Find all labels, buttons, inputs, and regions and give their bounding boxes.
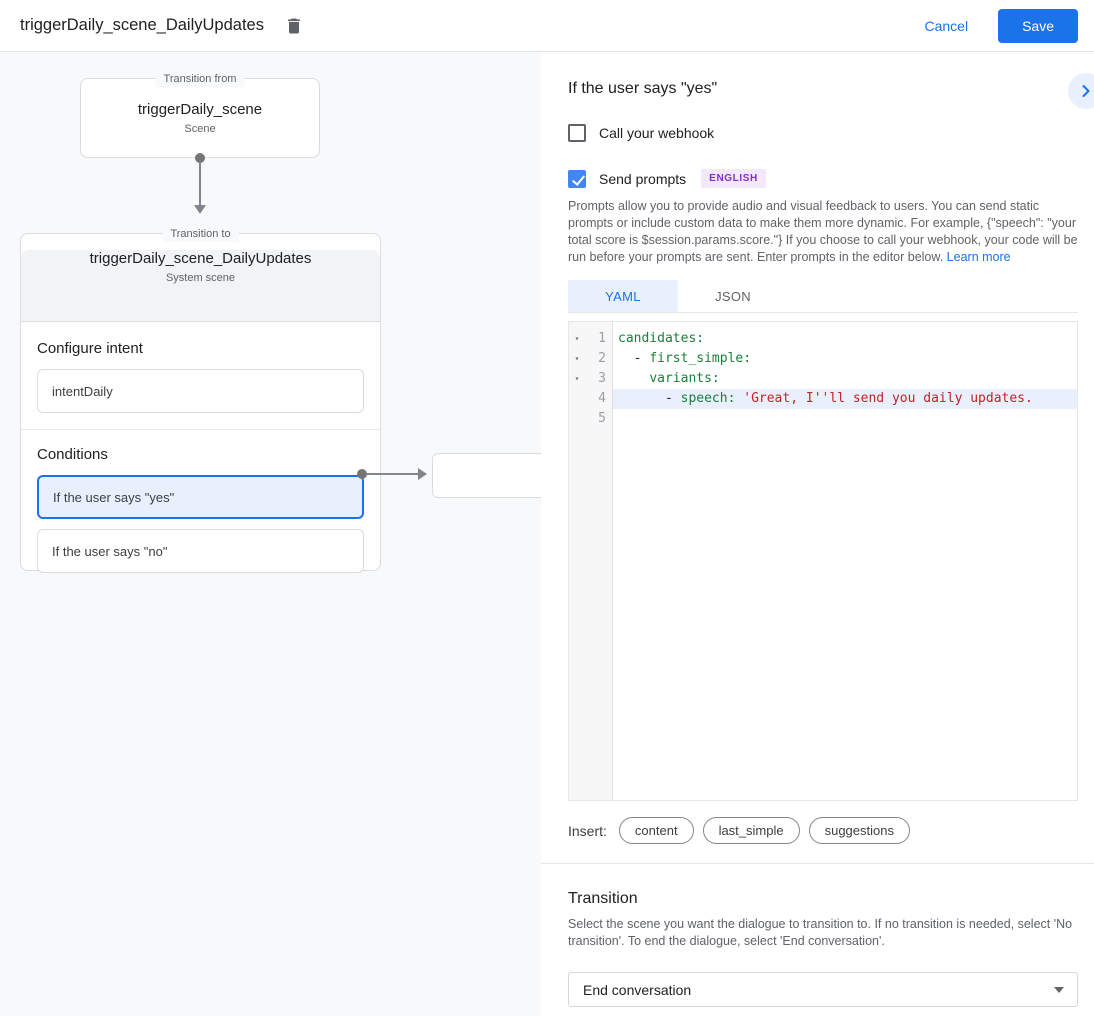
- line-number: 5: [598, 411, 606, 426]
- condition-label: If the user says "yes": [53, 489, 175, 505]
- topbar-left: triggerDaily_scene_DailyUpdates: [20, 14, 306, 38]
- line-number: 4: [598, 391, 606, 406]
- condition-title: If the user says "yes": [568, 80, 718, 97]
- code-text: variants:: [649, 371, 720, 386]
- code-text: candidates:: [618, 331, 705, 346]
- fold-spacer: [569, 409, 585, 429]
- code-line: ▾ 1 candidates:: [569, 329, 1077, 349]
- line-number: 1: [598, 331, 606, 346]
- fold-spacer: [569, 389, 585, 409]
- caret-down-icon: [1054, 986, 1064, 993]
- condition-item-yes[interactable]: If the user says "yes": [37, 475, 364, 519]
- prompts-description: Prompts allow you to provide audio and v…: [568, 198, 1078, 266]
- intent-name: intentDaily: [52, 383, 113, 399]
- yaml-code-editor[interactable]: ▾ 1 candidates: ▾ 2 - first_simple: ▾ 3 …: [568, 321, 1078, 801]
- to-node-subtitle: System scene: [165, 272, 236, 284]
- code-text: - first_simple:: [618, 351, 752, 366]
- transition-from-legend: Transition from: [155, 71, 245, 87]
- delete-scene-button[interactable]: [282, 14, 306, 38]
- send-prompts-checkbox[interactable]: [568, 169, 586, 188]
- transition-to-legend: Transition to: [162, 226, 239, 242]
- send-prompts-row: Send prompts ENGLISH: [568, 169, 1078, 188]
- scene-body: Configure intent intentDaily Conditions …: [21, 322, 380, 589]
- insert-chip-last-simple[interactable]: last_simple: [702, 817, 800, 844]
- connector-dot: [195, 153, 205, 163]
- send-prompts-label: Send prompts: [599, 170, 687, 187]
- webhook-label: Call your webhook: [599, 125, 715, 141]
- code-line-active: 4 - speech: 'Great, I''ll send you daily…: [569, 389, 1077, 409]
- insert-chip-content[interactable]: content: [618, 817, 694, 844]
- line-number: 3: [598, 371, 606, 386]
- webhook-row: Call your webhook: [568, 124, 1078, 142]
- scene-header: triggerDaily_scene_DailyUpdates System s…: [21, 250, 380, 322]
- transition-section-title: Transition: [568, 890, 638, 907]
- line-number: 2: [598, 351, 606, 366]
- transition-selected-value: End conversation: [583, 981, 692, 998]
- code-line: ▾ 3 variants:: [569, 369, 1077, 389]
- insert-row: Insert: content last_simple suggestions: [568, 817, 1078, 844]
- transition-from-node[interactable]: Transition from triggerDaily_scene Scene: [80, 71, 320, 158]
- code-line: ▾ 2 - first_simple:: [569, 349, 1077, 369]
- condition-details-panel: If the user says "yes" Call your webhook…: [541, 52, 1094, 1016]
- configure-intent-label: Configure intent: [37, 340, 143, 357]
- cancel-button[interactable]: Cancel: [924, 17, 969, 34]
- connector-dot: [357, 469, 367, 479]
- code-text: - speech: 'Great, I''ll send you daily u…: [613, 389, 1077, 409]
- fold-arrow-icon[interactable]: ▾: [574, 374, 580, 383]
- insert-chip-suggestions[interactable]: suggestions: [808, 817, 910, 844]
- webhook-checkbox[interactable]: [568, 124, 586, 142]
- code-line: 5: [569, 409, 1077, 429]
- divider: [541, 863, 1094, 864]
- code-text: [613, 409, 1077, 429]
- content-area: Transition from triggerDaily_scene Scene…: [0, 52, 1094, 1016]
- collapse-panel-button[interactable]: [1068, 73, 1094, 109]
- learn-more-link[interactable]: Learn more: [946, 250, 1011, 264]
- fold-arrow-icon[interactable]: ▾: [574, 334, 580, 343]
- fold-arrow-icon[interactable]: ▾: [574, 354, 580, 363]
- editor-rows: ▾ 1 candidates: ▾ 2 - first_simple: ▾ 3 …: [569, 322, 1077, 429]
- insert-label: Insert:: [568, 822, 607, 839]
- condition-item-no[interactable]: If the user says "no": [37, 529, 364, 573]
- arrow-down-icon: [194, 205, 206, 214]
- topbar-actions: Cancel Save: [924, 8, 1078, 43]
- from-node-subtitle: Scene: [184, 123, 216, 135]
- from-node-title: triggerDaily_scene: [137, 101, 263, 118]
- divider: [21, 429, 380, 430]
- scene-graph-canvas: Transition from triggerDaily_scene Scene…: [0, 52, 541, 1016]
- tab-yaml[interactable]: YAML: [568, 280, 678, 312]
- save-button[interactable]: Save: [998, 8, 1078, 43]
- topbar: triggerDaily_scene_DailyUpdates Cancel S…: [0, 0, 1094, 52]
- prompts-description-text: Prompts allow you to provide audio and v…: [568, 199, 1078, 264]
- connector-line: [366, 473, 419, 475]
- editor-tabs: YAML JSON: [568, 280, 1078, 313]
- chevron-right-icon: [1082, 85, 1090, 97]
- trash-icon: [288, 18, 300, 33]
- conditions-label: Conditions: [37, 446, 108, 463]
- intent-item[interactable]: intentDaily: [37, 369, 364, 413]
- condition-label: If the user says "no": [52, 543, 168, 559]
- editor-gutter: [569, 322, 613, 800]
- to-node-title: triggerDaily_scene_DailyUpdates: [89, 250, 312, 267]
- tab-json[interactable]: JSON: [715, 288, 751, 304]
- transition-to-node: Transition to triggerDaily_scene_DailyUp…: [20, 226, 381, 573]
- connector-line: [199, 162, 201, 206]
- condition-target-node[interactable]: [432, 453, 541, 498]
- transition-description: Select the scene you want the dialogue t…: [568, 917, 1073, 948]
- page-title: triggerDaily_scene_DailyUpdates: [20, 16, 264, 34]
- arrow-right-icon: [418, 468, 427, 480]
- language-badge: ENGLISH: [701, 169, 766, 188]
- transition-select[interactable]: End conversation: [568, 972, 1078, 1007]
